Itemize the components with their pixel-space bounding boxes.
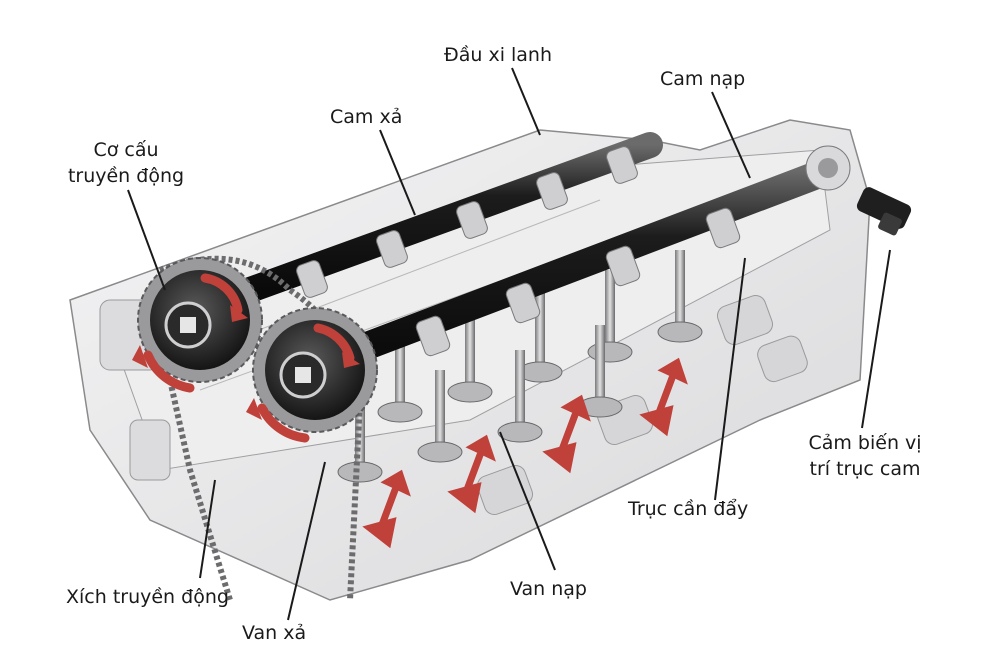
label-cam-sensor-line2: trí trục cam bbox=[809, 458, 921, 480]
intake-valves bbox=[377, 250, 703, 423]
label-pushrod-shaft: Trục cần đẩy bbox=[628, 498, 749, 520]
label-drive-mechanism: Cơ cấu truyền động bbox=[56, 137, 196, 189]
cam-sensor bbox=[856, 187, 912, 236]
exhaust-camshaft bbox=[237, 132, 663, 303]
vvt-gear-intake bbox=[252, 307, 378, 433]
label-timing-chain: Xích truyền động bbox=[66, 586, 229, 608]
intake-camshaft bbox=[316, 145, 851, 374]
label-cam-sensor: Cảm biến vị trí trục cam bbox=[790, 430, 940, 482]
rotation-arrowheads bbox=[132, 305, 360, 420]
label-drive-mechanism-line1: Cơ cấu bbox=[93, 139, 159, 161]
label-exhaust-cam: Cam xả bbox=[330, 106, 403, 128]
leader-lines bbox=[127, 67, 891, 621]
label-cam-sensor-line1: Cảm biến vị bbox=[808, 432, 922, 454]
label-intake-cam: Cam nạp bbox=[660, 68, 746, 90]
label-cylinder-head: Đầu xi lanh bbox=[444, 44, 553, 66]
rotation-arrows bbox=[143, 273, 355, 443]
valve-motion-arrows bbox=[362, 357, 688, 549]
label-intake-valve: Van nạp bbox=[510, 578, 587, 600]
label-drive-mechanism-line2: truyền động bbox=[67, 165, 185, 187]
label-exhaust-valve: Van xả bbox=[242, 622, 307, 644]
